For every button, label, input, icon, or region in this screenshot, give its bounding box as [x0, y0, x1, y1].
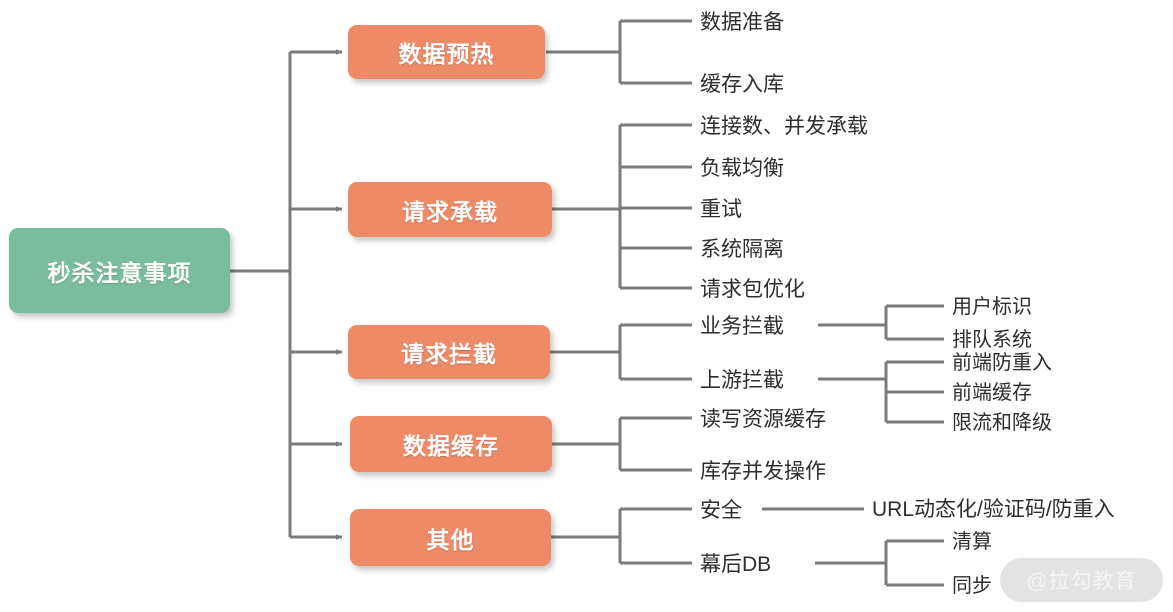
subleaf-sync[interactable]: 同步	[952, 575, 992, 597]
leaf-system-isolation[interactable]: 系统隔离	[700, 238, 784, 261]
subleaf-queue-system[interactable]: 排队系统	[952, 329, 1032, 351]
subleaf-url-dynamic-captcha-anti-reentry[interactable]: URL动态化/验证码/防重入	[872, 498, 1115, 521]
leaf-business-intercept[interactable]: 业务拦截	[700, 315, 784, 338]
watermark-badge: @拉勾教育	[1000, 558, 1163, 602]
leaf-inventory-concurrent-ops[interactable]: 库存并发操作	[700, 460, 826, 483]
branch-node-request-intercept[interactable]: 请求拦截	[348, 325, 550, 379]
branch-node-request-capacity[interactable]: 请求承载	[348, 182, 552, 237]
leaf-retry[interactable]: 重试	[700, 198, 742, 221]
leaf-read-write-resource-cache[interactable]: 读写资源缓存	[700, 408, 826, 431]
subleaf-rate-limit-degrade[interactable]: 限流和降级	[952, 412, 1052, 434]
leaf-backstage-db[interactable]: 幕后DB	[700, 553, 772, 576]
subleaf-settlement[interactable]: 清算	[952, 531, 992, 553]
leaf-upstream-intercept[interactable]: 上游拦截	[700, 369, 784, 392]
branch-node-data-preheat[interactable]: 数据预热	[348, 25, 545, 79]
leaf-request-packet-optimization[interactable]: 请求包优化	[700, 278, 805, 301]
leaf-connections-concurrency[interactable]: 连接数、并发承载	[700, 115, 868, 138]
subleaf-frontend-cache[interactable]: 前端缓存	[952, 382, 1032, 404]
leaf-cache-load[interactable]: 缓存入库	[700, 73, 784, 96]
subleaf-user-identity[interactable]: 用户标识	[952, 296, 1032, 318]
branch-node-data-cache[interactable]: 数据缓存	[350, 416, 552, 472]
leaf-security[interactable]: 安全	[700, 499, 742, 522]
leaf-load-balancing[interactable]: 负载均衡	[700, 157, 784, 180]
branch-node-other[interactable]: 其他	[350, 509, 551, 566]
subleaf-frontend-anti-reentry[interactable]: 前端防重入	[952, 352, 1052, 374]
root-node[interactable]: 秒杀注意事项	[9, 228, 230, 313]
leaf-data-preparation[interactable]: 数据准备	[700, 11, 784, 34]
